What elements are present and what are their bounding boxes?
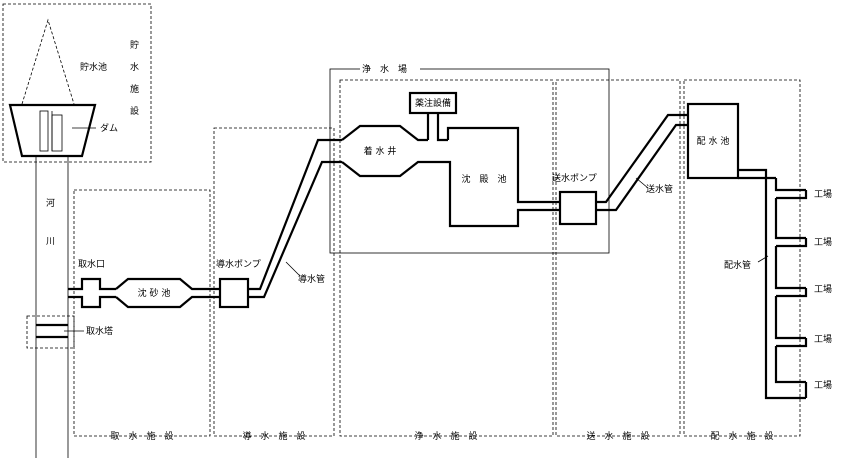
reservoir-vertical-1: 貯 (130, 40, 139, 51)
factory-label-5: 工場 (814, 379, 832, 391)
chemical-feed-stem (426, 113, 448, 142)
sedimentation-basin (428, 126, 560, 228)
conveyance-pump (218, 277, 250, 309)
reservoir-outline (21, 18, 75, 105)
transmission-facility-label: 送 水 施 設 (586, 430, 649, 442)
reservoir-vertical-3: 施 (130, 83, 139, 95)
transmission-pipe-label: 送水管 (646, 183, 673, 195)
conveyance-facility-label: 導 水 施 設 (242, 430, 305, 442)
reservoir-vertical-2: 水 (130, 61, 139, 73)
transmission-pump (558, 190, 598, 226)
transmission-facility-boundary (555, 79, 681, 437)
distribution-facility-boundary (683, 79, 801, 437)
factory-label-3: 工場 (814, 283, 832, 295)
transmission-pipe (596, 113, 688, 212)
river-label-1: 河 (46, 197, 55, 209)
conveyance-pump-label: 導水ポンプ (216, 258, 261, 270)
factory-label-4: 工場 (814, 333, 832, 345)
conveyance-pipe (248, 138, 342, 299)
factory-label-2: 工場 (814, 236, 832, 248)
transmission-pump-label: 送水ポンプ (552, 172, 597, 184)
factory-label-1: 工場 (814, 188, 832, 200)
distribution-facility-label: 配 水 施 設 (710, 430, 773, 442)
intake-gate (68, 277, 116, 309)
distribution-reservoir (686, 102, 740, 180)
intake-tower-label: 取水塔 (86, 325, 113, 337)
distribution-pipe (738, 168, 808, 400)
dam-body (8, 103, 97, 158)
reservoir-vertical-4: 設 (130, 105, 139, 117)
chemical-feed-label: 薬注設備 (415, 97, 451, 109)
dam-label: ダム (100, 122, 118, 134)
receiving-well (341, 124, 428, 178)
intake-tower-boundary (26, 315, 75, 349)
conveyance-facility-boundary (213, 127, 335, 437)
receiving-well-label: 着 水 井 (364, 145, 397, 157)
purification-facility-boundary (339, 79, 554, 437)
river-label-2: 川 (46, 237, 55, 247)
transmission-pipe-leader (635, 177, 649, 189)
purification-plant-label: 浄 水 場 (362, 63, 407, 75)
distribution-reservoir-label: 配 水 池 (697, 135, 730, 147)
reservoir-facility-boundary (2, 3, 152, 163)
distribution-pipe-label: 配水管 (724, 259, 751, 271)
distribution-pipe-leader (757, 255, 769, 263)
grit-chamber (115, 277, 220, 309)
grit-chamber-label: 沈 砂 池 (138, 287, 171, 299)
sedimentation-label: 沈 殿 池 (461, 173, 506, 185)
chemical-feed-box (408, 91, 458, 115)
dam-gate-left (39, 110, 49, 152)
intake-facility-label: 取 水 施 設 (110, 430, 173, 442)
conveyance-pipe-label: 導水管 (298, 273, 325, 285)
purification-facility-label: 浄 水 施 設 (414, 430, 477, 442)
intake-facility-boundary (73, 189, 211, 437)
intake-gate-label: 取水口 (78, 258, 105, 270)
conveyance-pipe-leader (285, 261, 301, 277)
reservoir-label: 貯水池 (80, 61, 107, 73)
purification-plant-label-bg (360, 63, 420, 75)
dam-gate-right (51, 114, 63, 152)
